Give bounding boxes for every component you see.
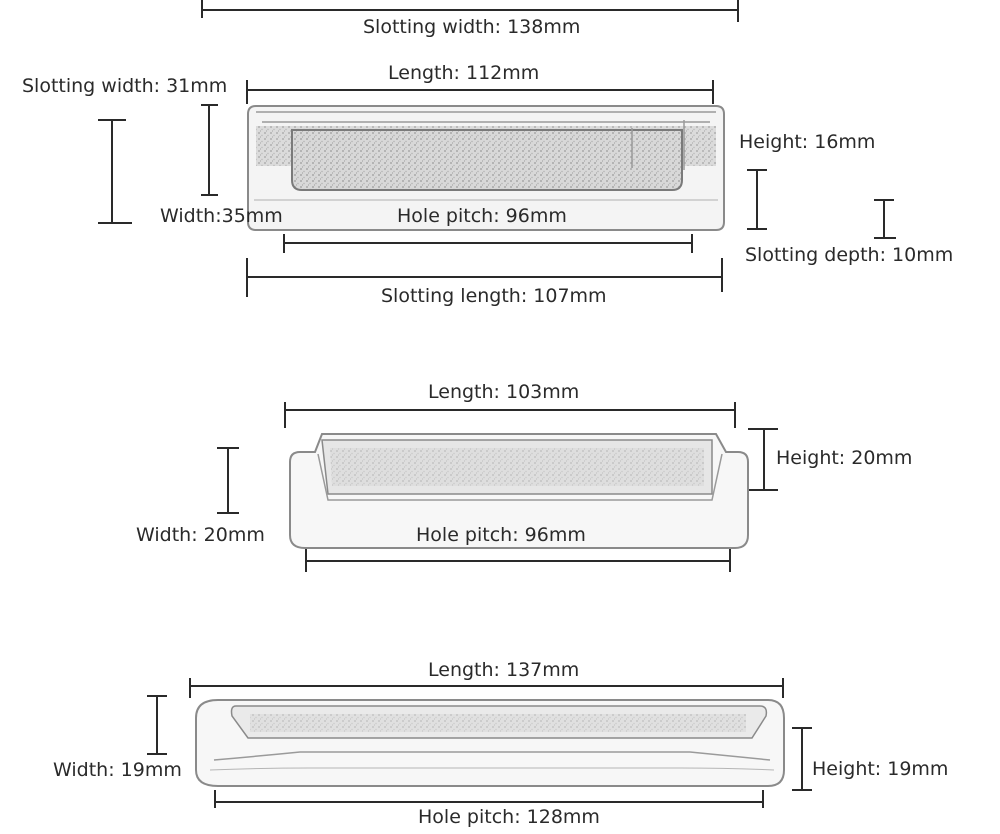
label-length-103: Length: 103mm	[428, 381, 580, 403]
handle-1-dimensions	[98, 0, 896, 297]
label-length-112: Length: 112mm	[388, 62, 540, 84]
label-hole-pitch-96-a: Hole pitch: 96mm	[397, 205, 567, 227]
handle-3-dimensions	[147, 678, 812, 808]
label-height-19: Height: 19mm	[812, 758, 949, 780]
label-width-20: Width: 20mm	[136, 524, 265, 546]
label-height-16: Height: 16mm	[739, 131, 876, 153]
handle-3-sketch	[195, 699, 785, 787]
label-slotting-width-31: Slotting width: 31mm	[22, 75, 228, 97]
label-slotting-depth-10: Slotting depth: 10mm	[745, 244, 954, 266]
handle-2-sketch	[289, 433, 749, 549]
handle-1-sketch	[247, 105, 725, 231]
label-top-slotting-width: Slotting width: 138mm	[363, 16, 581, 38]
label-height-20: Height: 20mm	[776, 447, 913, 469]
label-slotting-length-107: Slotting length: 107mm	[381, 285, 607, 307]
label-width-19: Width: 19mm	[53, 759, 182, 781]
label-length-137: Length: 137mm	[428, 659, 580, 681]
label-hole-pitch-128: Hole pitch: 128mm	[418, 806, 600, 828]
handle-2-dimensions	[217, 402, 778, 572]
label-hole-pitch-96-b: Hole pitch: 96mm	[416, 524, 586, 546]
label-width-35: Width:35mm	[160, 205, 283, 227]
